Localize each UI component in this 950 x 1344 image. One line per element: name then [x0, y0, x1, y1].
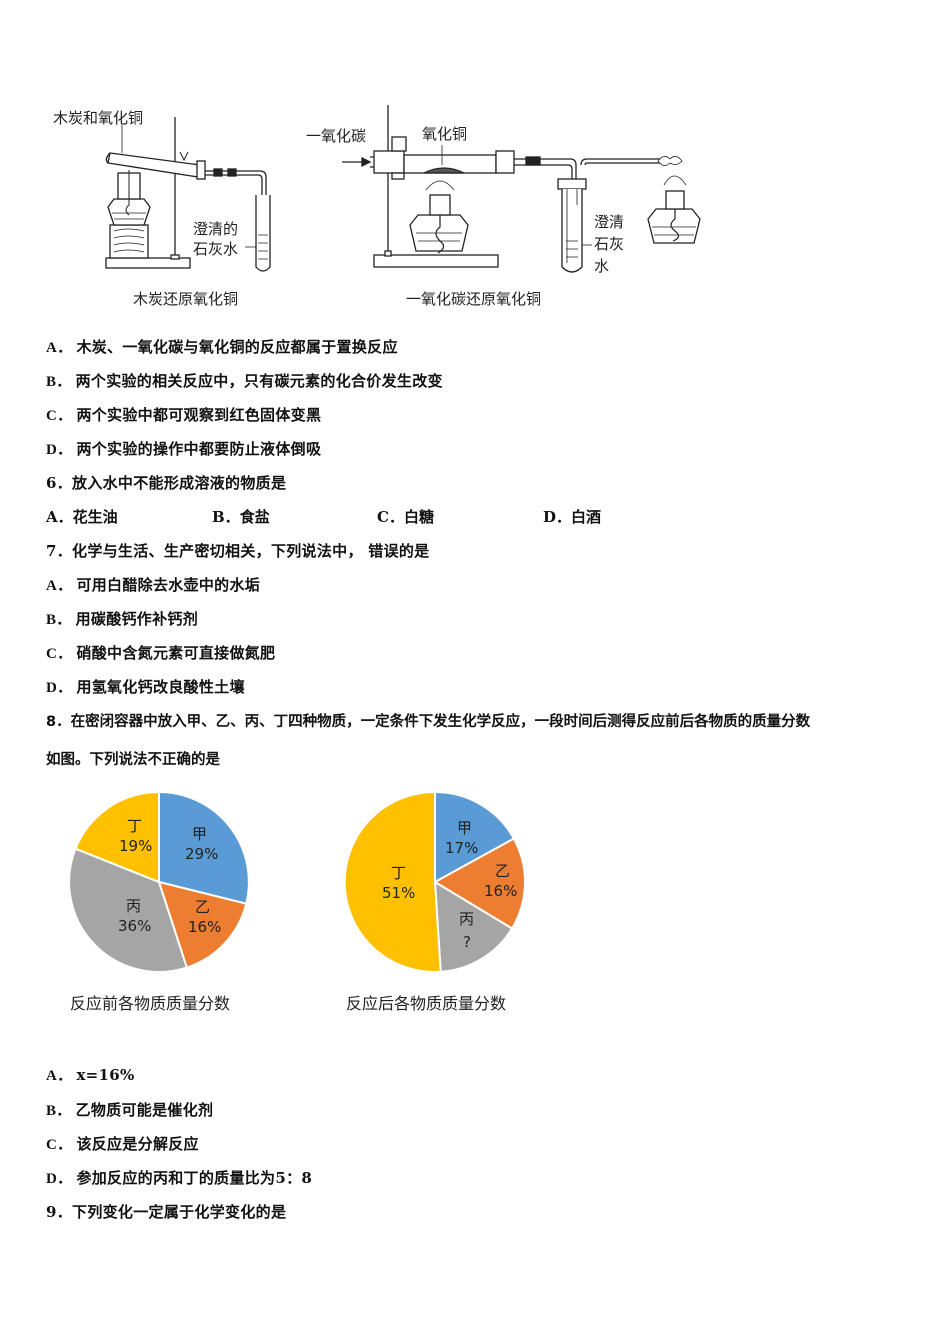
- pie-after-jia-name: 甲: [457, 819, 473, 837]
- right-liquid-label-line2: 石灰: [594, 235, 625, 253]
- right-gas-label: 一氧化碳: [306, 127, 367, 145]
- slice-jia: [434, 790, 516, 884]
- q6-option-a: A．花生油: [46, 508, 118, 526]
- q7-option-c: C．硝酸中含氮元素可直接做氮肥: [46, 644, 276, 662]
- pie-before-bing-value: 36%: [118, 917, 152, 935]
- pie-chart-after: 甲 17% 乙 16% 丙 ? 丁 51%: [335, 785, 535, 985]
- q8-option-b: B．乙物质可能是催化剂: [46, 1101, 214, 1119]
- pie-after-ding-value: 51%: [382, 884, 416, 902]
- slice-ding: [343, 790, 442, 973]
- pie-before-title: 反应前各物质质量分数: [70, 994, 231, 1013]
- pie-before-ding-name: 丁: [127, 817, 143, 835]
- q8-option-a: A．x=16%: [46, 1066, 135, 1084]
- option-label: B．: [46, 374, 72, 390]
- right-apparatus-caption: 一氧化碳还原氧化铜: [406, 290, 542, 308]
- q8-stem-line1: 8．在密闭容器中放入甲、乙、丙、丁四种物质，一定条件下发生化学反应，一段时间后测…: [46, 714, 811, 730]
- q5-option-b: B．两个实验的相关反应中，只有碳元素的化合价发生改变: [46, 370, 443, 391]
- q5-option-a: A．木炭、一氧化碳与氧化铜的反应都属于置换反应: [46, 336, 398, 357]
- slice-yi: [432, 837, 526, 930]
- q8-stem-line2: 如图。下列说法不正确的是: [46, 752, 220, 768]
- q6-stem: 6．放入水中不能形成溶液的物质是: [46, 474, 287, 492]
- right-liquid-label-line3: 水: [594, 257, 610, 275]
- q6-option-d: D．白酒: [543, 508, 602, 526]
- slice-bing: [433, 880, 514, 973]
- q5-option-d: D．两个实验的操作中都要防止液体倒吸: [46, 438, 321, 459]
- pie-after-jia-value: 17%: [445, 839, 479, 857]
- option-text: 木炭、一氧化碳与氧化铜的反应都属于置换反应: [76, 338, 398, 356]
- pie-before-jia-value: 29%: [185, 845, 219, 863]
- option-text: 两个实验的操作中都要防止液体倒吸: [76, 440, 322, 458]
- pie-after-title: 反应后各物质质量分数: [346, 994, 507, 1013]
- pie-after-yi-value: 16%: [484, 882, 518, 900]
- apparatus-figure: 木炭和氧化铜 澄清的 石灰水 木炭还原氧化铜 一氧化碳 氧化铜 澄清 石灰 水 …: [40, 95, 720, 315]
- left-liquid-label-line1: 澄清的: [193, 220, 239, 238]
- pie-before-yi-name: 乙: [195, 898, 211, 916]
- pie-before-ding-value: 19%: [119, 837, 153, 855]
- pie-after-bing-name: 丙: [459, 910, 475, 928]
- q6-options: A．花生油 B．食盐 C．白糖 D．白酒: [46, 506, 666, 526]
- option-label: A．: [46, 340, 73, 356]
- q6-option-b: B．食盐: [212, 508, 270, 526]
- pie-after-yi-name: 乙: [495, 862, 511, 880]
- slice-bing: [68, 847, 189, 973]
- slice-jia: [158, 790, 250, 905]
- q7-option-a: A．可用白醋除去水壶中的水垢: [46, 576, 261, 594]
- left-apparatus-top-label: 木炭和氧化铜: [53, 109, 144, 127]
- option-text: 两个实验中都可观察到红色固体变黑: [76, 406, 322, 424]
- q8-option-c: C．该反应是分解反应: [46, 1135, 199, 1153]
- pie-after-svg: [343, 790, 526, 973]
- option-label: D．: [46, 442, 73, 458]
- pie-after-ding-name: 丁: [391, 864, 407, 882]
- left-apparatus-caption: 木炭还原氧化铜: [133, 290, 239, 308]
- pie-before-bing-name: 丙: [126, 897, 142, 915]
- right-liquid-label-line1: 澄清: [594, 213, 625, 231]
- q7-stem: 7．化学与生活、生产密切相关，下列说法中， 错误的是: [46, 542, 430, 560]
- right-solid-label: 氧化铜: [422, 125, 468, 143]
- q9-stem: 9．下列变化一定属于化学变化的是: [46, 1203, 287, 1221]
- pie-before-svg: [68, 790, 250, 973]
- q7-option-b: B．用碳酸钙作补钙剂: [46, 610, 199, 628]
- lab-apparatus-drawing: [105, 105, 701, 273]
- q7-option-d: D．用氢氧化钙改良酸性土壤: [46, 678, 245, 696]
- pie-chart-before: 甲 29% 乙 16% 丙 36% 丁 19%: [60, 785, 260, 985]
- q5-option-c: C．两个实验中都可观察到红色固体变黑: [46, 404, 321, 425]
- option-text: 两个实验的相关反应中，只有碳元素的化合价发生改变: [75, 372, 443, 390]
- q6-option-c: C．白糖: [377, 508, 434, 526]
- pie-before-yi-value: 16%: [188, 918, 222, 936]
- pie-before-jia-name: 甲: [192, 825, 208, 843]
- pie-after-bing-value: ?: [463, 933, 471, 951]
- q8-option-d: D．参加反应的丙和丁的质量比为5：8: [46, 1169, 313, 1187]
- slice-ding: [74, 790, 160, 884]
- left-liquid-label-line2: 石灰水: [193, 240, 239, 258]
- option-label: C．: [46, 408, 73, 424]
